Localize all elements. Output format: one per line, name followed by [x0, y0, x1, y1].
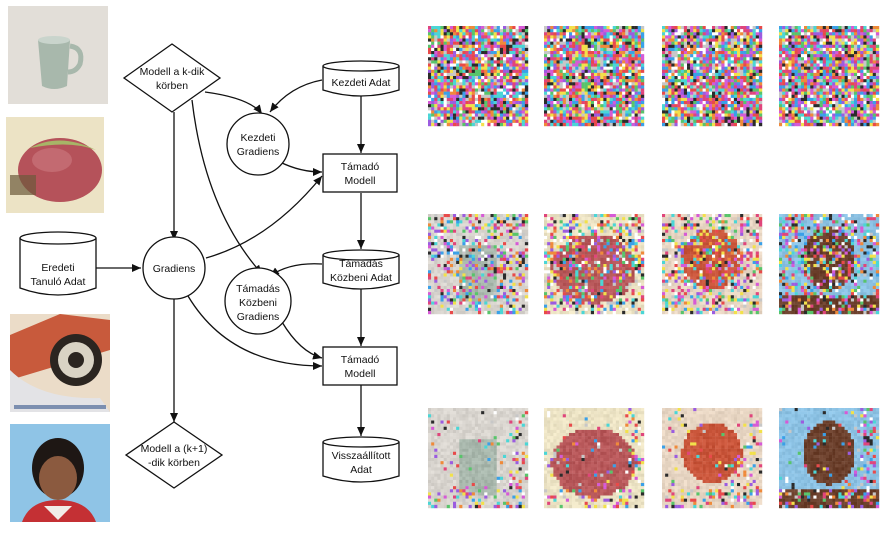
node-gradient-label: Gradiens: [153, 263, 196, 275]
node-reconstructed-data-line1: Visszaállított: [332, 450, 391, 462]
grid-image-initial-noise-mug: [428, 26, 529, 127]
grid-image-intermediate-mug: [428, 214, 529, 315]
grid-image-intermediate-child-portrait: [779, 214, 880, 315]
node-model-k-line1: Modell a k-dik: [140, 66, 206, 78]
node-attack-model-2: Támadó Modell: [322, 346, 398, 386]
left-image-apple: [6, 117, 104, 213]
node-attack-model-2-line2: Modell: [345, 368, 376, 380]
node-model-k1-line2: -dik körben: [148, 457, 200, 469]
node-model-k-line2: körben: [156, 80, 188, 92]
reconstruction-grid: [428, 26, 880, 509]
node-intermediate-gradient-line2: Közbeni: [239, 297, 277, 309]
grid-image-initial-noise-apple: [544, 26, 645, 127]
node-initial-gradient-line1: Kezdeti: [240, 132, 275, 144]
node-intermediate-gradient-line3: Gradiens: [237, 311, 280, 323]
node-initial-gradient-line2: Gradiens: [237, 146, 280, 158]
node-reconstructed-data: Visszaállított Adat: [322, 436, 400, 483]
left-image-rotary-phone: [10, 314, 110, 412]
left-image-mug: [8, 6, 108, 104]
grid-image-reconstructed-rotary-phone: [662, 408, 763, 509]
grid-image-reconstructed-apple: [544, 408, 645, 509]
node-original-data-line2: Tanuló Adat: [31, 276, 86, 288]
grid-image-reconstructed-child-portrait: [779, 408, 880, 509]
node-attack-model-1: Támadó Modell: [322, 153, 398, 193]
node-intermediate-data-line2: Közbeni Adat: [330, 272, 392, 284]
grid-image-intermediate-rotary-phone: [662, 214, 763, 315]
node-intermediate-data-line1: Támadás: [339, 258, 383, 270]
grid-image-intermediate-apple: [544, 214, 645, 315]
node-initial-data: Kezdeti Adat: [322, 60, 400, 97]
node-model-k: Modell a k-dik körben: [122, 43, 222, 113]
node-reconstructed-data-line2: Adat: [350, 464, 372, 476]
node-intermediate-data: Támadás Közbeni Adat: [322, 249, 400, 290]
node-gradient: Gradiens: [142, 236, 206, 300]
grid-image-initial-noise-child-portrait: [779, 26, 880, 127]
node-model-k1: Modell a (k+1) -dik körben: [124, 421, 224, 489]
node-attack-model-1-line1: Támadó: [341, 161, 380, 173]
grid-image-reconstructed-mug: [428, 408, 529, 509]
node-original-data: Eredeti Tanuló Adat: [19, 231, 97, 296]
node-initial-gradient: Kezdeti Gradiens: [226, 112, 290, 176]
node-intermediate-gradient: Támadás Közbeni Gradiens: [224, 267, 292, 335]
node-attack-model-2-line1: Támadó: [341, 354, 380, 366]
node-intermediate-gradient-line1: Támadás: [236, 283, 280, 295]
node-attack-model-1-line2: Modell: [345, 175, 376, 187]
left-image-child-portrait: [10, 424, 110, 522]
node-original-data-line1: Eredeti: [41, 262, 74, 274]
node-initial-data-label: Kezdeti Adat: [332, 77, 391, 89]
edges: [96, 79, 365, 436]
grid-image-initial-noise-rotary-phone: [662, 26, 763, 127]
node-model-k1-line1: Modell a (k+1): [141, 443, 208, 455]
